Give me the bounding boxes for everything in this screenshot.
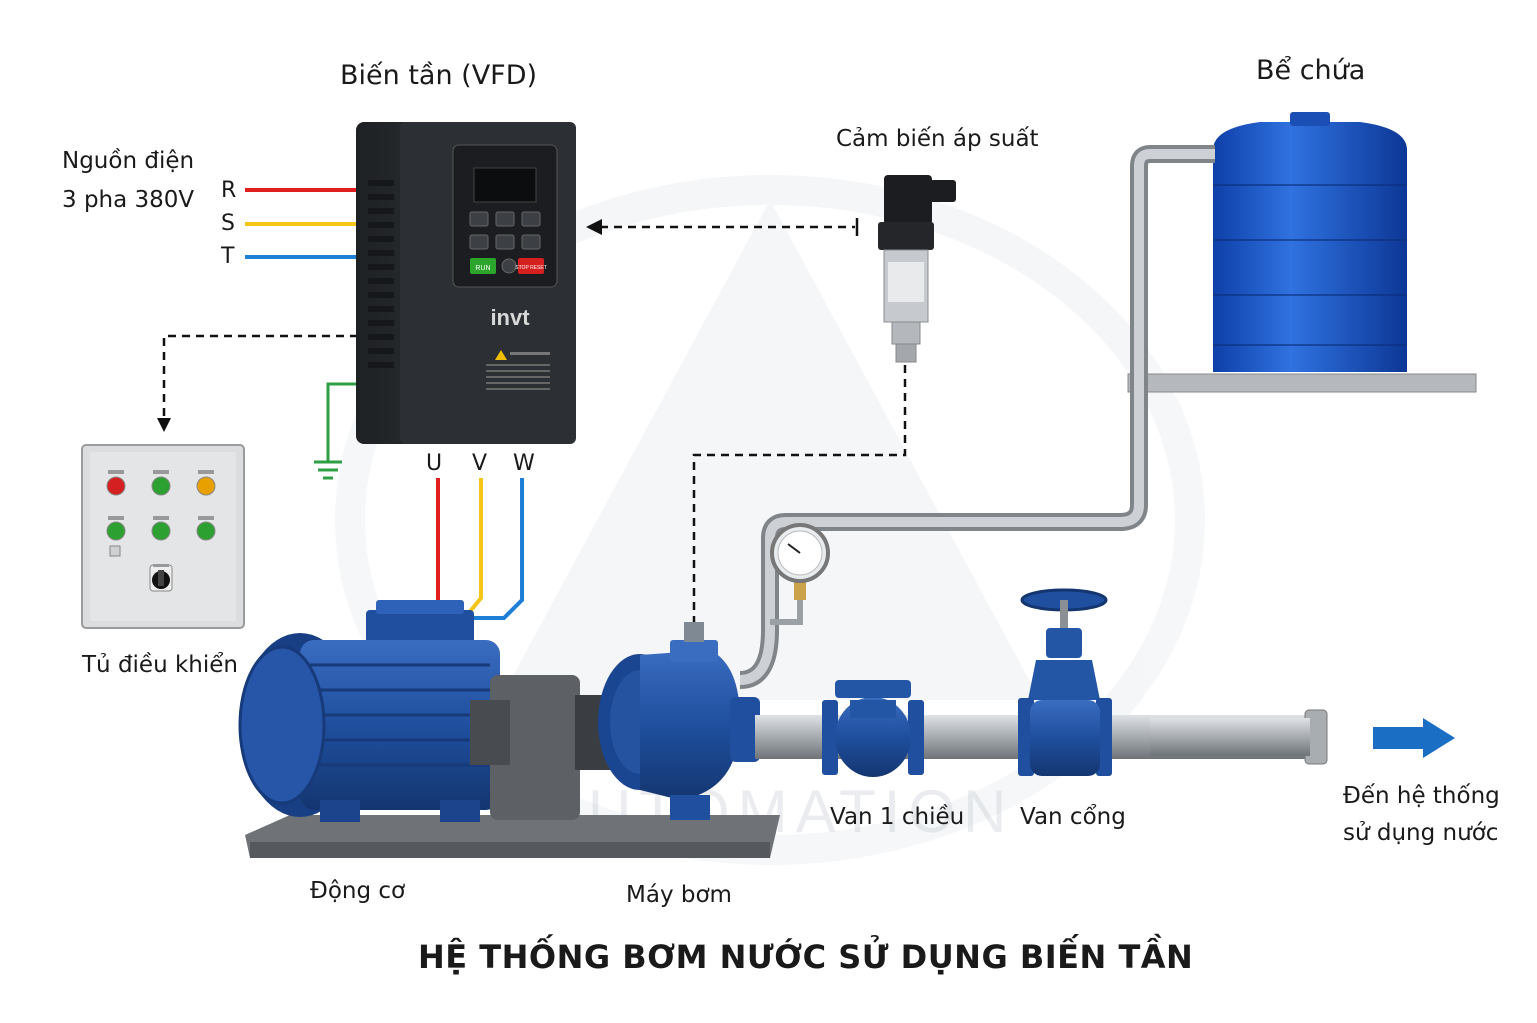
tank-return-pipe (739, 145, 1215, 689)
control-cabinet (81, 444, 245, 629)
run-key (470, 258, 496, 274)
arrow-down-icon (157, 418, 171, 432)
gate-valve-label: Van cổng (1020, 804, 1126, 830)
pressure-sensor (878, 175, 956, 363)
phase-w-label: W (513, 451, 535, 476)
destination-label-line1: Đến hệ thống (1343, 783, 1500, 809)
stop-key-label: STOP RESET (515, 265, 547, 271)
green-lamp-icon (151, 476, 171, 496)
green-button-icon (196, 521, 216, 541)
phase-s-label: S (221, 211, 235, 236)
phase-v-label: V (472, 451, 488, 476)
vfd-unit: RUN STOP RESET invt (356, 122, 576, 444)
green-button-icon (106, 521, 126, 541)
yellow-lamp-icon (196, 476, 216, 496)
gate-valve (1018, 588, 1112, 776)
power-source-label: Nguồn điện (62, 148, 195, 174)
water-pump (598, 622, 760, 820)
vfd-brand: invt (490, 305, 530, 330)
motor-label: Động cơ (310, 878, 406, 904)
tank-label: Bể chứa (1256, 55, 1366, 86)
sensor-to-pump-line (692, 365, 907, 625)
motor-output-wires (436, 478, 524, 620)
diagram-title: HỆ THỐNG BƠM NƯỚC SỬ DỤNG BIẾN TẦN (418, 938, 1194, 976)
base-plate (245, 815, 780, 858)
ground-symbol (314, 382, 360, 480)
phase-r-label: R (221, 178, 237, 203)
electric-motor (238, 600, 500, 822)
stop-key (518, 258, 544, 274)
pressure-gauge (770, 523, 830, 625)
green-button-icon (151, 521, 171, 541)
check-valve (822, 680, 924, 777)
red-lamp-icon (106, 476, 126, 496)
flow-arrow-icon (1373, 718, 1455, 758)
check-valve-label: Van 1 chiều (830, 804, 965, 830)
pump-label: Máy bơm (626, 882, 732, 908)
power-source-voltage-label: 3 pha 380V (62, 187, 195, 213)
phase-u-label: U (426, 451, 443, 476)
arrow-left-icon (586, 219, 602, 235)
pressure-sensor-label: Cảm biến áp suất (836, 126, 1039, 152)
warning-icon (486, 350, 550, 390)
control-cabinet-label: Tủ điều khiển (82, 652, 238, 678)
run-key-label: RUN (475, 265, 490, 272)
storage-tank (1127, 112, 1477, 393)
destination-label-line2: sử dụng nước (1343, 820, 1499, 846)
vfd-label: Biến tần (VFD) (340, 60, 538, 91)
power-input-wires (245, 188, 360, 259)
phase-t-label: T (221, 244, 235, 269)
